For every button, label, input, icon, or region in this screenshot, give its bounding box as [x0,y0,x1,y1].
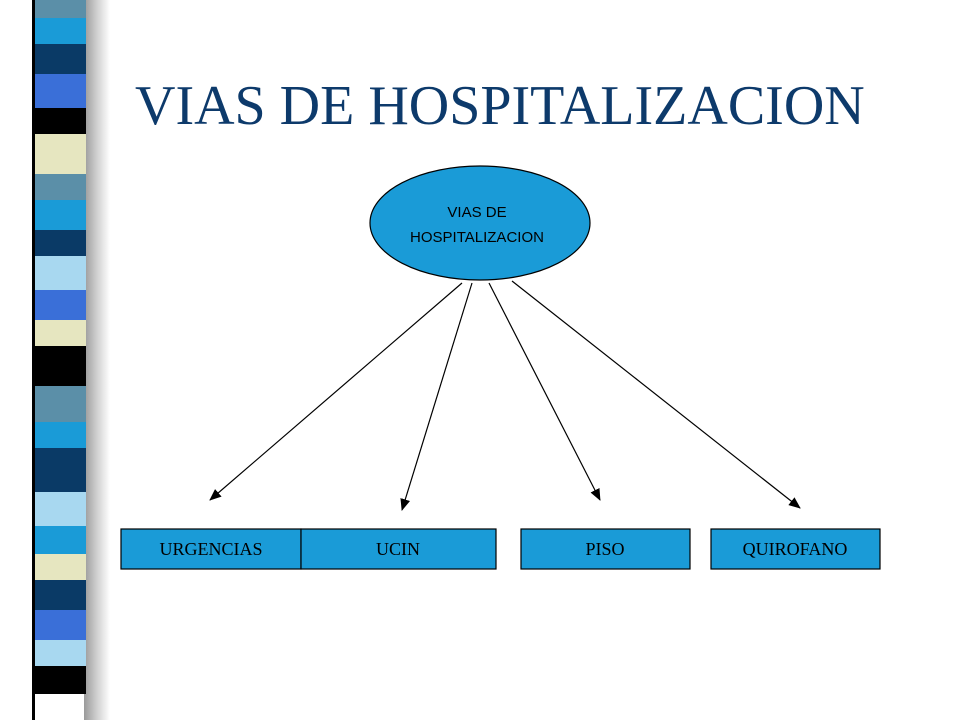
quirofano-label: QUIROFANO [743,539,848,559]
arrow-to-quirofano [511,280,801,509]
child-box-ucin: UCIN [300,528,497,570]
stripe-block [34,320,86,346]
stripe-block [34,74,86,108]
quirofano-box [710,528,881,570]
decorative-stripe-bar [32,0,110,720]
root-node-label-line1: VIAS DE [447,204,506,221]
arrow-to-ucin [400,282,473,511]
ucin-box [300,528,497,570]
stripe-block [34,610,86,640]
stripe-block [34,580,86,610]
stripe-block [34,18,86,44]
ucin-label: UCIN [376,539,420,559]
stripe-block [34,640,86,666]
stripe-shadow [84,0,110,720]
stripe-block [34,230,86,256]
stripe-block [34,346,86,386]
stripe-block [34,256,86,290]
urgencias-box [120,528,302,570]
stripe-block [34,666,86,694]
arrow-to-urgencias [209,282,463,501]
root-node: VIAS DE HOSPITALIZACION [369,165,591,281]
child-box-piso: PISO [520,528,691,570]
stripe-block [34,200,86,230]
stripe-block [34,174,86,200]
stripe-block [34,526,86,554]
root-node-ellipse [369,165,591,281]
stripe-block [34,44,86,74]
stripe-block [34,108,86,134]
root-node-label-line2: HOSPITALIZACION [410,229,544,246]
stripe-block [34,422,86,448]
page-title: VIAS DE HOSPITALIZACION [135,75,865,137]
stripe-block [34,492,86,526]
stripe-block [34,448,86,492]
piso-box [520,528,691,570]
child-box-urgencias: URGENCIAS [120,528,302,570]
stripe-block [34,386,86,422]
child-box-quirofano: QUIROFANO [710,528,881,570]
stripe-block [34,554,86,580]
stripe-block [34,290,86,320]
stripe-blocks [32,0,86,720]
stripe-border [32,0,35,720]
urgencias-label: URGENCIAS [159,539,262,559]
arrow-to-piso [488,282,601,501]
stripe-block [34,134,86,174]
piso-label: PISO [585,539,624,559]
stripe-block [34,0,86,18]
